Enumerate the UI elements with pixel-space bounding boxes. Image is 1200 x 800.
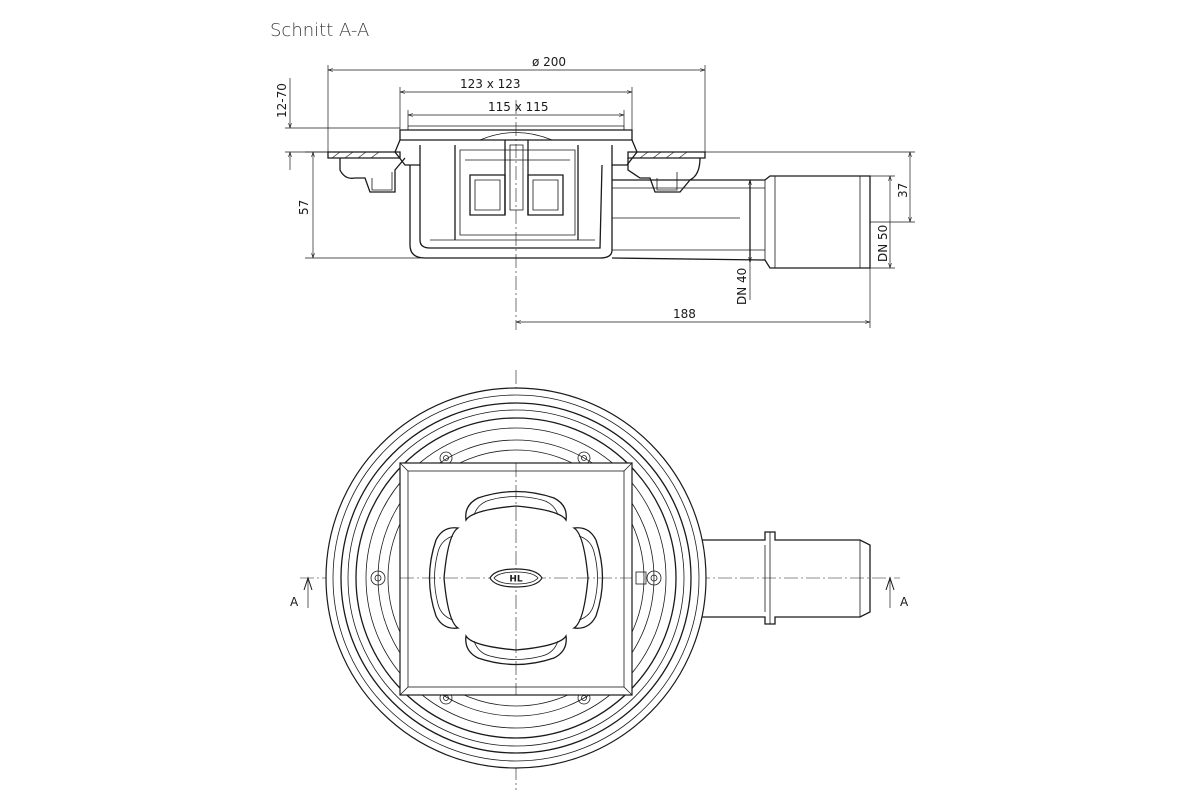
section-view: ø 200 123 x 123 115 x 115 12-70 57 37 DN…: [275, 55, 915, 330]
section-mark-left-label: A: [290, 595, 299, 609]
dim-height-range: 12-70: [275, 83, 289, 118]
grate-slot-bottom: [465, 634, 567, 666]
screw-hole-right: [646, 570, 662, 586]
dim-outlet-height: 37: [896, 183, 910, 198]
logo-text: HL: [509, 575, 523, 585]
dim-outer-square: 123 x 123: [460, 77, 521, 91]
grate-slot-top: [465, 490, 567, 522]
plan-view: HL A A: [290, 370, 909, 790]
section-mark-left: A: [290, 576, 313, 609]
dim-inner-square: 115 x 115: [488, 100, 549, 114]
dim-height: 57: [297, 200, 311, 215]
section-mark-right: A: [885, 576, 909, 609]
dim-dn40: DN 40: [735, 268, 749, 305]
grate-slot-left: [428, 527, 460, 629]
dim-diameter: ø 200: [532, 55, 566, 69]
section-mark-right-label: A: [900, 595, 909, 609]
hl-logo: HL: [489, 568, 543, 588]
dim-dn50: DN 50: [876, 225, 890, 262]
section-title: Schnitt A-A: [270, 20, 369, 41]
screw-hole-left: [370, 570, 386, 586]
grate-slot-right: [572, 527, 604, 629]
dim-outlet-length: 188: [673, 307, 696, 321]
